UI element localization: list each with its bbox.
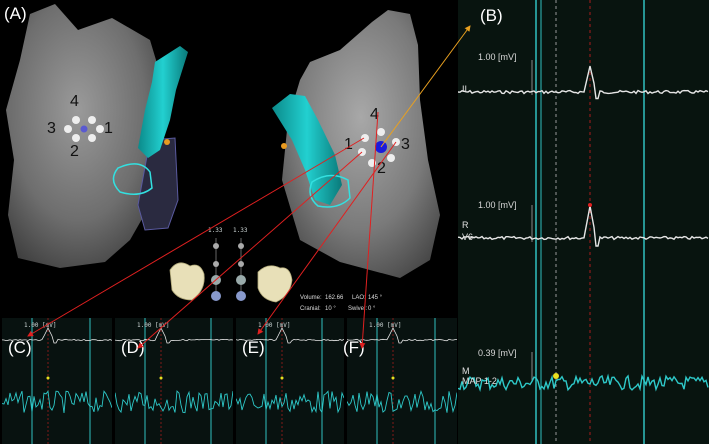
panel-label-c: (C) — [8, 338, 32, 357]
volume-label: Volume: — [300, 295, 322, 301]
lead-v6-name-r: R — [462, 220, 469, 230]
lead-map-name: MAP 1-2 — [462, 376, 497, 386]
strip-bipolar-trace — [236, 390, 344, 414]
strip-bipolar-trace — [115, 390, 233, 414]
left-electrode-label-2: 2 — [70, 143, 79, 160]
lead-v6-name: V6 — [462, 232, 474, 242]
strip-e-scale: 1.00 [mV] — [258, 322, 291, 329]
right-electrode-label-4: 4 — [370, 106, 379, 123]
swivel-label: Swivel: — [348, 306, 368, 312]
left-cyan-structure — [138, 46, 188, 158]
right-electrode-label-3: 3 — [401, 136, 410, 153]
strip-bipolar-trace — [347, 389, 457, 414]
mini-heart-left — [169, 262, 205, 301]
ecg-strip-e[interactable]: 1.00 [mV] (E) — [236, 318, 344, 444]
electroanatomic-map-view[interactable]: (A) 4 3 1 2 4 1 3 2 1.33 1.33 Volume: 16… — [0, 0, 458, 318]
lao-value: 145 ° — [368, 295, 383, 301]
panel-label-b: (B) — [480, 6, 503, 25]
left-electrode-label-3: 3 — [47, 120, 56, 137]
ecg-panel-b[interactable]: (B) 1.00 [mV] II 1.00 [mV] R V6 0.39 [mV… — [458, 0, 709, 444]
slider-right-value: 1.33 — [233, 227, 248, 234]
strip-marker-dot — [159, 376, 163, 380]
lead-v6-scale: 1.00 [mV] — [478, 200, 517, 210]
left-electrode-label-4: 4 — [70, 93, 79, 110]
ecg-strip-f[interactable]: 1.00 [mV] (F) — [343, 318, 457, 444]
ecg-panel-b-canvas — [458, 0, 709, 444]
lead-map-name-m: M — [462, 366, 470, 376]
cranial-value: 10 ° — [325, 306, 336, 312]
slider-left-value: 1.33 — [208, 227, 223, 234]
panel-label-d: (D) — [121, 338, 145, 357]
strip-surface-trace — [2, 327, 112, 344]
right-electrode-label-1: 1 — [344, 136, 353, 153]
ecg-strip-c[interactable]: 1.00 [mV] (C) — [2, 318, 112, 444]
mini-heart-right — [257, 265, 293, 303]
ecg-trace-map12 — [458, 373, 709, 392]
panel-label-f: (F) — [343, 338, 365, 357]
strip-f-scale: 1.00 [mV] — [369, 322, 402, 329]
strip-marker-dot — [280, 376, 284, 380]
strip-bipolar-trace — [2, 390, 112, 414]
panel-label-e: (E) — [242, 338, 265, 357]
cranial-label: Cranial: — [300, 306, 321, 312]
volume-value: 162.66 — [325, 295, 344, 301]
strip-d-scale: 1.00 [mV] — [137, 322, 170, 329]
panel-label-a: (A) — [4, 4, 27, 23]
ecg-strip-d[interactable]: 1.00 [mV] (D) — [115, 318, 233, 444]
strip-c-scale: 1.00 [mV] — [24, 322, 57, 329]
ecg-trace-v6 — [458, 205, 709, 247]
swivel-value: 0 ° — [368, 306, 376, 312]
right-electrode-label-2: 2 — [377, 160, 386, 177]
lead-map-scale: 0.39 [mV] — [478, 348, 517, 358]
strip-marker-dot — [46, 376, 50, 380]
lao-label: LAO: — [352, 295, 366, 301]
ecg-trace-ii — [458, 65, 709, 100]
lead-ii-name: II — [462, 84, 468, 94]
map-canvas[interactable] — [0, 0, 458, 318]
left-electrode-label-1: 1 — [104, 120, 113, 137]
lead-ii-scale: 1.00 [mV] — [478, 52, 517, 62]
strip-marker-dot — [391, 376, 395, 380]
